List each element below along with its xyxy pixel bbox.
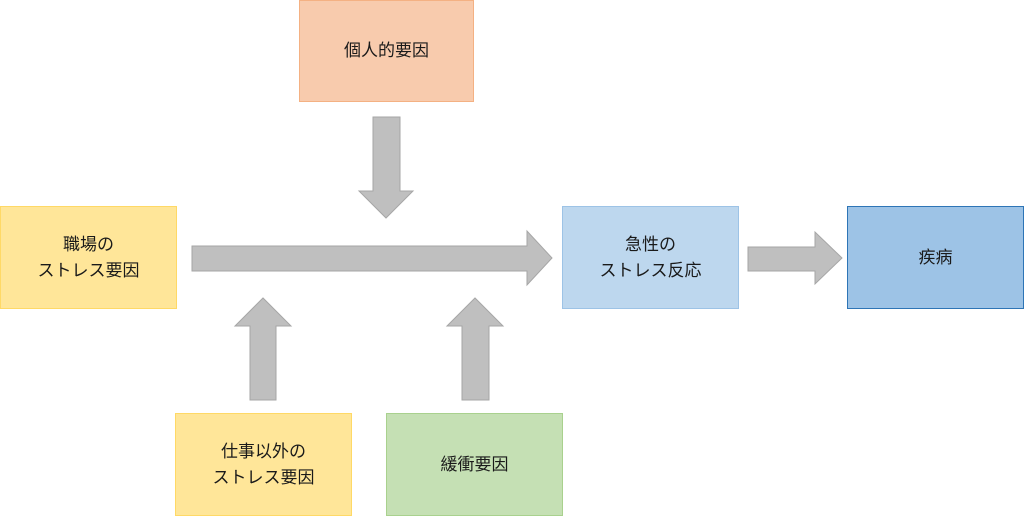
nonwork-up-arrow (233, 297, 293, 401)
nonwork-stressor-box: 仕事以外の ストレス要因 (175, 413, 352, 516)
buffer-up-arrow (445, 297, 505, 401)
acute-to-disease-arrow (747, 230, 843, 286)
personal-factor-box: 個人的要因 (299, 0, 474, 102)
main-flow-arrow (191, 229, 553, 287)
acute-stress-reaction-label: 急性の ストレス反応 (599, 234, 702, 281)
personal-factor-label: 個人的要因 (344, 41, 429, 61)
disease-label: 疾病 (918, 247, 953, 268)
acute-stress-reaction-box: 急性の ストレス反応 (562, 206, 739, 309)
workplace-stressor-box: 職場の ストレス要因 (0, 206, 177, 309)
workplace-stressor-label: 職場の ストレス要因 (37, 234, 140, 281)
personal-down-arrow (357, 116, 415, 219)
buffer-factor-box: 緩衝要因 (386, 413, 563, 516)
buffer-factor-label: 緩衝要因 (440, 454, 509, 475)
nonwork-stressor-label: 仕事以外の ストレス要因 (212, 441, 315, 488)
disease-box: 疾病 (847, 206, 1024, 309)
